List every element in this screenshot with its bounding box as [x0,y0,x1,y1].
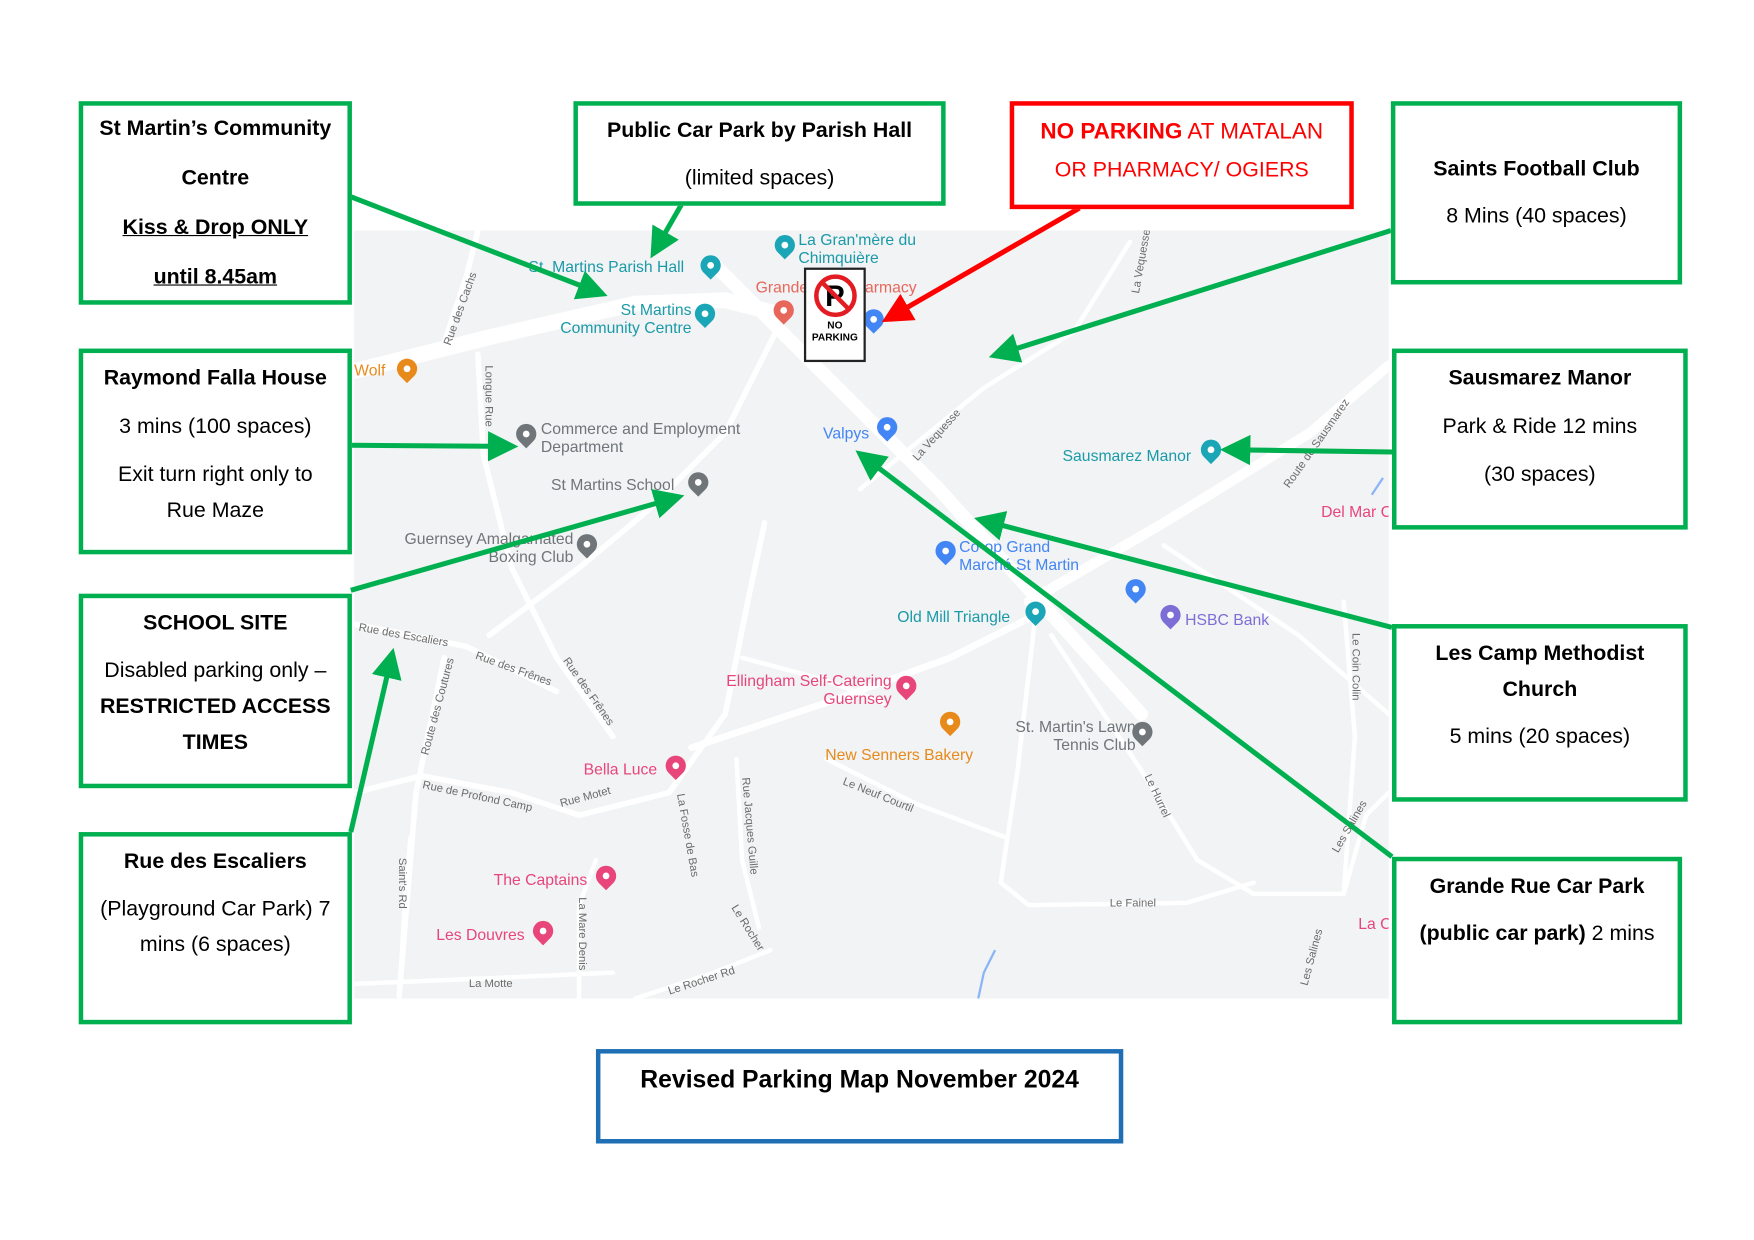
poi-wolf[interactable]: Wolf [354,360,386,379]
callout-parish-hall: Public Car Park by Parish Hall (limited … [573,101,946,206]
road-label: Longue Rue [482,365,495,427]
le-neuf-courtil [824,756,1009,840]
poi-les-douvres[interactable]: Les Douvres [436,925,525,944]
poi-del-mar[interactable]: Del Mar C [1321,502,1389,521]
poi-community-centre[interactable]: St Martins Community Centre [560,300,692,337]
no-parking-emphasis: NO PARKING [1040,119,1183,144]
callout-no-parking: NO PARKING AT MATALAN OR PHARMACY/ OGIER… [1009,101,1354,210]
le-hurrel [1049,633,1346,897]
map-area[interactable]: Rue des Cachs Longue Rue La Vequesse La … [354,230,1389,999]
poi-valpys[interactable]: Valpys [823,423,870,442]
road-jacques [734,756,762,930]
poi-old-mill-triangle[interactable]: Old Mill Triangle [897,607,1011,626]
poi-commerce-employment[interactable]: Commerce and Employment Department [540,419,741,456]
poi-st-martins-school[interactable]: St Martins School [550,475,675,494]
page-title: Revised Parking Map November 2024 [595,1049,1124,1144]
main-road [354,292,790,379]
callout-sausmarez: Sausmarez Manor Park & Ride 12 mins (30 … [1392,348,1688,530]
road-label: Saint's Rd [395,857,409,909]
road-label: Le Fainel [1109,897,1157,910]
poi-ellingham[interactable]: Ellingham Self-Catering Guernsey [726,671,892,708]
no-parking-sign-text: NO PARKING [811,319,858,343]
rue-profond-camp [354,772,672,819]
callout-school-site: SCHOOL SITE Disabled parking only – REST… [78,593,352,789]
stream [977,949,997,999]
no-parking-sign: P NO PARKING [803,267,866,363]
poi-la-c[interactable]: La C [1358,914,1389,933]
callout-community-centre: St Martin’s Community Centre Kiss & Drop… [78,101,352,305]
callout-saints-fc: Saints Football Club 8 Mins (40 spaces) [1390,101,1683,285]
poi-parish-hall[interactable]: St. Martins Parish Hall [528,257,685,276]
poi-coop[interactable]: Co-op Grand Marché St Martin [959,537,1079,574]
stream-2 [1370,477,1384,496]
poi-the-captains[interactable]: The Captains [493,870,588,889]
poi-new-senners-bakery[interactable]: New Senners Bakery [825,745,974,764]
poi-tennis-club[interactable]: St. Martin's Lawn Tennis Club [1015,717,1136,754]
road-escaliers [354,621,560,695]
road-label: La Mare Denis [575,897,589,971]
la-fosse [666,520,768,796]
le-fainel [998,880,1256,908]
road-label: La Motte [468,978,513,991]
road-label: Le Coin Colin [1349,633,1362,701]
poi-la-granmere[interactable]: La Gran'mère du Chimquière [798,230,916,267]
saints-rd [396,835,413,999]
poi-boxing-club[interactable]: Guernsey Amalgamated Boxing Club [404,529,574,566]
la-motte [354,970,616,987]
callout-les-camp: Les Camp Methodist Church 5 mins (20 spa… [1392,624,1688,802]
callout-grande-rue: Grande Rue Car Park (public car park) 2 … [1392,856,1683,1025]
poi-bella-luce[interactable]: Bella Luce [583,760,658,779]
poi-hsbc-bank[interactable]: HSBC Bank [1185,610,1270,629]
callout-escaliers: Rue des Escaliers (Playground Car Park) … [78,832,352,1025]
no-parking-icon: P [813,274,857,318]
la-mare-denis [576,857,599,999]
le-rocher-rd [633,947,773,999]
poi-sausmarez-manor[interactable]: Sausmarez Manor [1062,446,1192,465]
callout-raymond-falla: Raymond Falla House 3 mins (100 spaces) … [78,348,352,555]
